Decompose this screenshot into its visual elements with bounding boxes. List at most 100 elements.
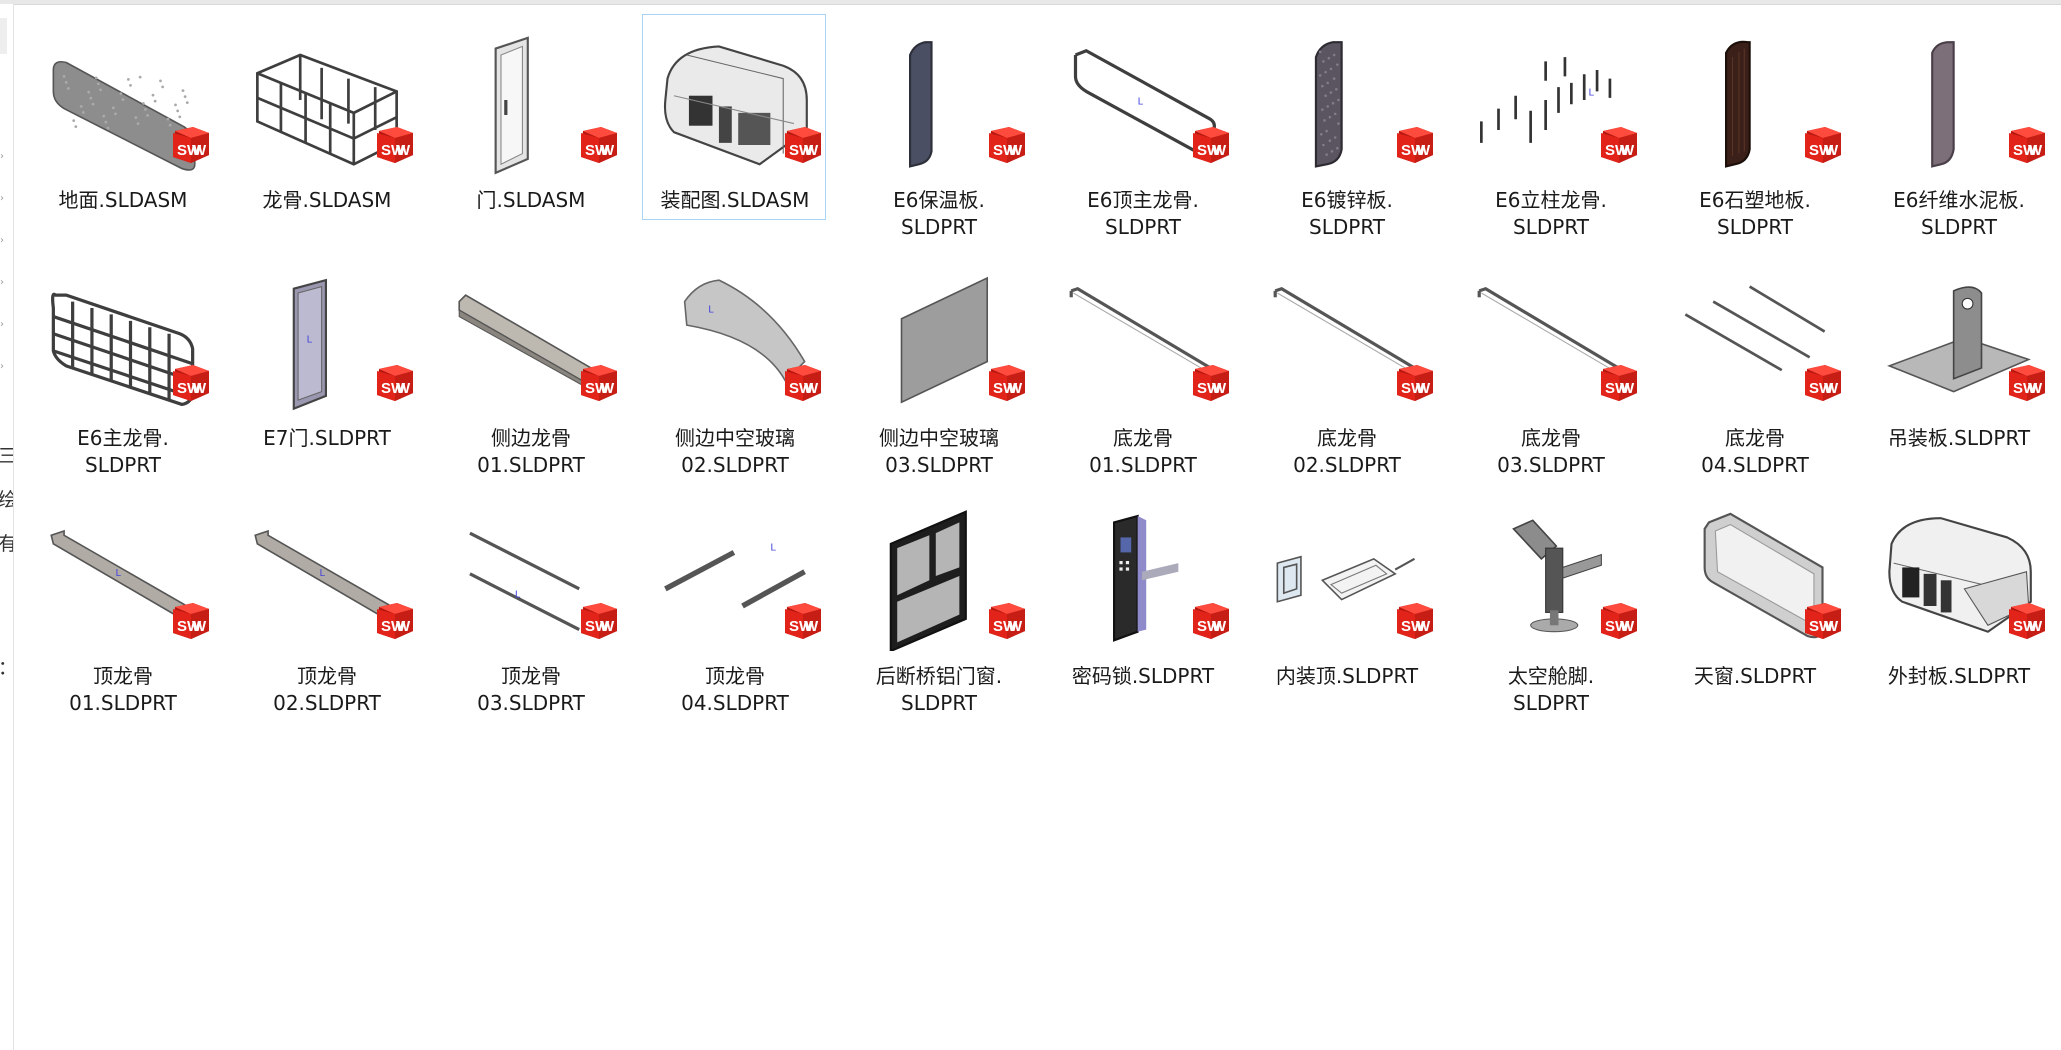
svg-text:SW: SW (1401, 380, 1426, 397)
lifting-plate-icon: SW W (1877, 263, 2045, 413)
file-name-label: 门.SLDASM (476, 188, 586, 212)
capsule-foot-icon: SW W (1469, 501, 1637, 651)
solidworks-badge-icon: SW W (1193, 603, 1229, 639)
solidworks-badge-icon: SW W (1805, 603, 1841, 639)
svg-text:W: W (600, 618, 615, 635)
svg-text:W: W (1212, 142, 1227, 159)
galvanized-sheet-icon: SW W (1265, 25, 1433, 175)
skylight-icon: SW W (1673, 501, 1841, 651)
file-item[interactable]: SW W 太空舱脚. SLDPRT (1458, 490, 1642, 715)
file-item[interactable]: SW W 底龙骨 01.SLDPRT (1050, 252, 1234, 477)
file-item[interactable]: SW W 底龙骨 04.SLDPRT (1662, 252, 1846, 477)
solidworks-badge-icon: SW W (2009, 365, 2045, 401)
solidworks-badge-icon: SW W (1805, 127, 1841, 163)
nav-label-fragment[interactable]: 有 (0, 534, 13, 554)
solidworks-badge-icon: SW W (1193, 365, 1229, 401)
file-item[interactable]: L SW W 顶龙骨 02.SLDPRT (234, 490, 418, 715)
navigation-pane[interactable]: › › › › › › 三 绘 有 ： (0, 4, 14, 1050)
solidworks-badge-icon: SW W (1601, 127, 1637, 163)
file-item[interactable]: SW W E6保温板. SLDPRT (846, 14, 1030, 239)
file-item[interactable]: L SW W 顶龙骨 04.SLDPRT (642, 490, 826, 715)
file-name-label: 顶龙骨 01.SLDPRT (69, 664, 177, 715)
file-name-label: 底龙骨 01.SLDPRT (1089, 426, 1197, 477)
solidworks-badge-icon: SW W (581, 127, 617, 163)
file-name-label: E6主龙骨. SLDPRT (77, 426, 169, 477)
file-item[interactable]: SW W 后断桥铝门窗. SLDPRT (846, 490, 1030, 715)
file-item[interactable]: L SW W E6顶主龙骨. SLDPRT (1050, 14, 1234, 239)
svg-text:W: W (1416, 380, 1431, 397)
chevron-right-icon[interactable]: › (0, 193, 4, 204)
svg-text:L: L (770, 542, 776, 553)
svg-text:W: W (1212, 380, 1227, 397)
file-item[interactable]: SW W 龙骨.SLDASM (234, 14, 418, 220)
file-item[interactable]: L SW W E6立柱龙骨. SLDPRT (1458, 14, 1642, 239)
file-item[interactable]: SW W 天窗.SLDPRT (1662, 490, 1846, 696)
svg-text:W: W (396, 380, 411, 397)
password-lock-icon: SW W (1061, 501, 1229, 651)
svg-text:W: W (1824, 618, 1839, 635)
chevron-right-icon[interactable]: › (0, 361, 4, 372)
file-item[interactable]: SW W 吊装板.SLDPRT (1866, 252, 2050, 458)
bottom-keel-rod-icon: SW W (1469, 263, 1637, 413)
solidworks-badge-icon: SW W (581, 365, 617, 401)
solidworks-badge-icon: SW W (989, 603, 1025, 639)
file-name-label: 侧边龙骨 01.SLDPRT (477, 426, 585, 477)
file-item[interactable]: SW W 侧边龙骨 01.SLDPRT (438, 252, 622, 477)
svg-text:SW: SW (381, 618, 406, 635)
file-item[interactable]: L SW W 顶龙骨 03.SLDPRT (438, 490, 622, 715)
svg-text:W: W (1008, 380, 1023, 397)
svg-text:SW: SW (177, 142, 202, 159)
svg-text:L: L (116, 568, 122, 579)
svg-text:W: W (396, 142, 411, 159)
svg-text:SW: SW (993, 380, 1018, 397)
e7-door-icon: L SW W (245, 263, 413, 413)
file-name-label: 后断桥铝门窗. SLDPRT (875, 664, 1003, 715)
solidworks-badge-icon: SW W (785, 127, 821, 163)
file-name-label: 顶龙骨 04.SLDPRT (681, 664, 789, 715)
file-item[interactable]: L SW W 侧边中空玻璃 02.SLDPRT (642, 252, 826, 477)
file-item[interactable]: SW W 内装顶.SLDPRT (1254, 490, 1438, 696)
svg-text:SW: SW (585, 380, 610, 397)
file-item[interactable]: SW W E6纤维水泥板. SLDPRT (1866, 14, 2050, 239)
nav-label-fragment[interactable]: 绘 (0, 490, 13, 510)
file-item[interactable]: SW W 侧边中空玻璃 03.SLDPRT (846, 252, 1030, 477)
file-name-label: 地面.SLDASM (58, 188, 188, 212)
svg-text:SW: SW (789, 142, 814, 159)
svg-text:W: W (192, 618, 207, 635)
file-item[interactable]: SW W 底龙骨 02.SLDPRT (1254, 252, 1438, 477)
file-item[interactable]: SW W E6镀锌板. SLDPRT (1254, 14, 1438, 239)
svg-text:SW: SW (585, 618, 610, 635)
nav-selected-item[interactable] (0, 18, 7, 54)
chevron-right-icon[interactable]: › (0, 235, 4, 246)
svg-text:SW: SW (381, 142, 406, 159)
file-item[interactable]: SW W 门.SLDASM (438, 14, 622, 220)
file-item[interactable]: SW W 地面.SLDASM (30, 14, 214, 220)
file-item[interactable]: SW W 底龙骨 03.SLDPRT (1458, 252, 1642, 477)
file-item[interactable]: SW W 密码锁.SLDPRT (1050, 490, 1234, 696)
nav-label-fragment[interactable]: 三 (0, 446, 13, 466)
capsule-assembly-icon: SW W (653, 25, 821, 175)
chevron-right-icon[interactable]: › (0, 277, 4, 288)
svg-text:SW: SW (1197, 380, 1222, 397)
file-item[interactable]: SW W E6石塑地板. SLDPRT (1662, 14, 1846, 239)
svg-text:W: W (2028, 142, 2043, 159)
svg-text:SW: SW (1809, 380, 1834, 397)
file-item[interactable]: SW W 装配图.SLDASM (642, 14, 826, 220)
svg-text:SW: SW (2013, 380, 2038, 397)
svg-text:L: L (708, 304, 714, 315)
chevron-right-icon[interactable]: › (0, 151, 4, 162)
file-item[interactable]: L SW W 顶龙骨 01.SLDPRT (30, 490, 214, 715)
file-name-label: 底龙骨 02.SLDPRT (1293, 426, 1401, 477)
file-name-label: 密码锁.SLDPRT (1071, 664, 1215, 688)
chevron-right-icon[interactable]: › (0, 319, 4, 330)
nav-label-fragment[interactable]: ： (0, 658, 13, 678)
file-item[interactable]: SW W E6主龙骨. SLDPRT (30, 252, 214, 477)
file-item[interactable]: SW W 外封板.SLDPRT (1866, 490, 2050, 696)
svg-text:W: W (2028, 618, 2043, 635)
file-item[interactable]: L SW W E7门.SLDPRT (234, 252, 418, 458)
solidworks-badge-icon: SW W (989, 127, 1025, 163)
svg-text:SW: SW (381, 380, 406, 397)
double-rod-icon: L SW W (449, 501, 617, 651)
svg-text:SW: SW (993, 618, 1018, 635)
file-name-label: 内装顶.SLDPRT (1275, 664, 1419, 688)
